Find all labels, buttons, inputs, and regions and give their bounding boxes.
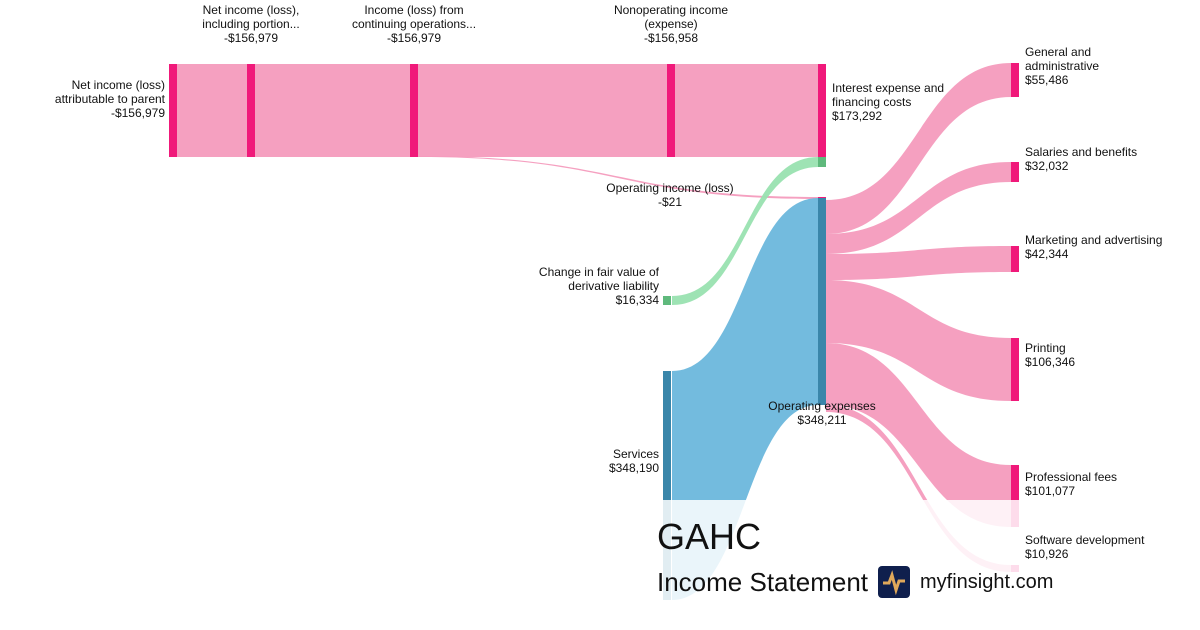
link-professional [826,343,1011,527]
subtitle: Income Statement [657,566,868,597]
node-printing [1011,338,1019,401]
brand-site: myfinsight.com [920,570,1054,593]
link-printing [826,280,1011,401]
node-ga [1011,63,1019,97]
link-ni-parent [177,64,247,157]
link-ga [826,63,1011,234]
link-fair-value [672,157,818,305]
node-cont_ops [410,64,418,157]
node-salaries [1011,162,1019,182]
link-interest [675,64,818,157]
bottom-fade [0,500,1200,630]
link-marketing [826,246,1011,280]
link-software [826,405,1011,572]
node-interest [818,64,826,157]
link-salaries [826,162,1011,254]
node-professional [1011,465,1019,527]
node-services [663,371,671,600]
node-nonop [667,64,675,157]
node-ni_parent [169,64,177,157]
node-marketing [1011,246,1019,272]
node-fair_value [663,296,671,305]
subtitle-row: Income Statement myfinsight.com [657,566,1053,598]
link-op-income [418,156,818,199]
link-cont-ops [418,64,667,157]
node-opex [818,198,826,405]
brand-logo-icon [878,566,910,598]
node-interest-gain-part [818,157,826,167]
link-services [672,198,818,600]
link-ni-incl [255,64,410,157]
node-ni_incl [247,64,255,157]
company-title: GAHC [657,516,762,557]
